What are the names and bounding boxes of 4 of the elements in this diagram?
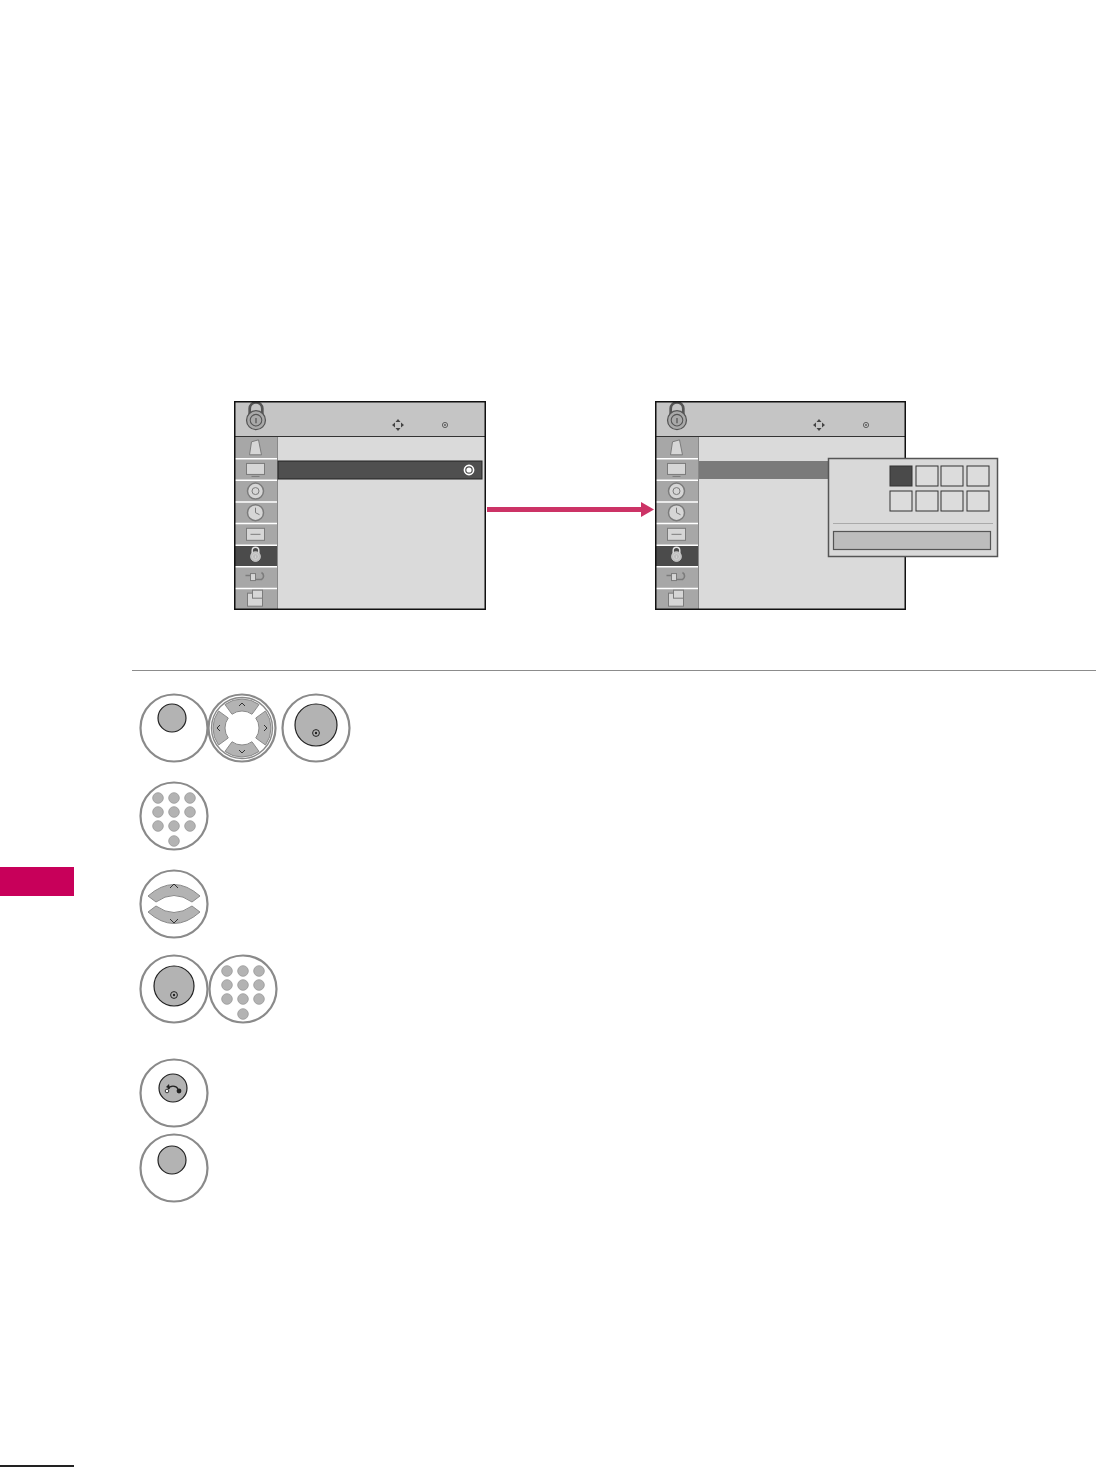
menu-screenshot xyxy=(655,401,999,610)
arrow xyxy=(487,502,654,517)
menu-screenshot xyxy=(234,401,486,610)
section-tab xyxy=(0,867,74,896)
